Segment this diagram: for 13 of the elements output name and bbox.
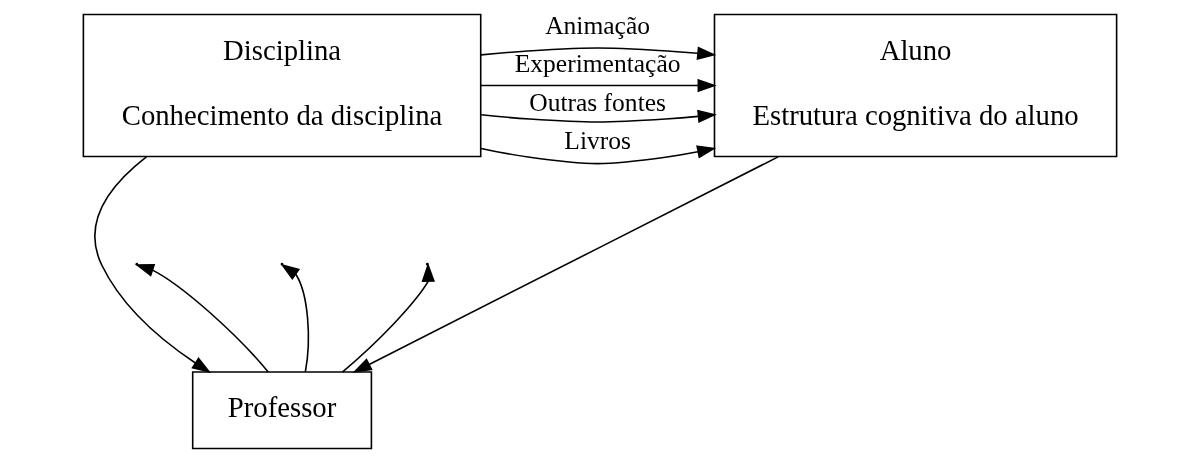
node-box: Disciplina Conhecimento da disciplina — [82, 13, 482, 158]
arrow — [94, 155, 212, 374]
edge-label: Livros — [564, 126, 631, 155]
arrow — [480, 109, 717, 124]
edge-label: Experimentação — [514, 49, 681, 79]
arrow — [480, 46, 717, 60]
node-box: Aluno Estrutura cognitiva do aluno — [713, 13, 1118, 158]
arrow — [480, 145, 717, 165]
node-box: Professor — [191, 371, 373, 450]
arrow — [352, 156, 779, 373]
edge-label: Outras fontes — [529, 87, 666, 117]
arrow — [479, 78, 717, 93]
edge-label: Animação — [545, 11, 651, 41]
